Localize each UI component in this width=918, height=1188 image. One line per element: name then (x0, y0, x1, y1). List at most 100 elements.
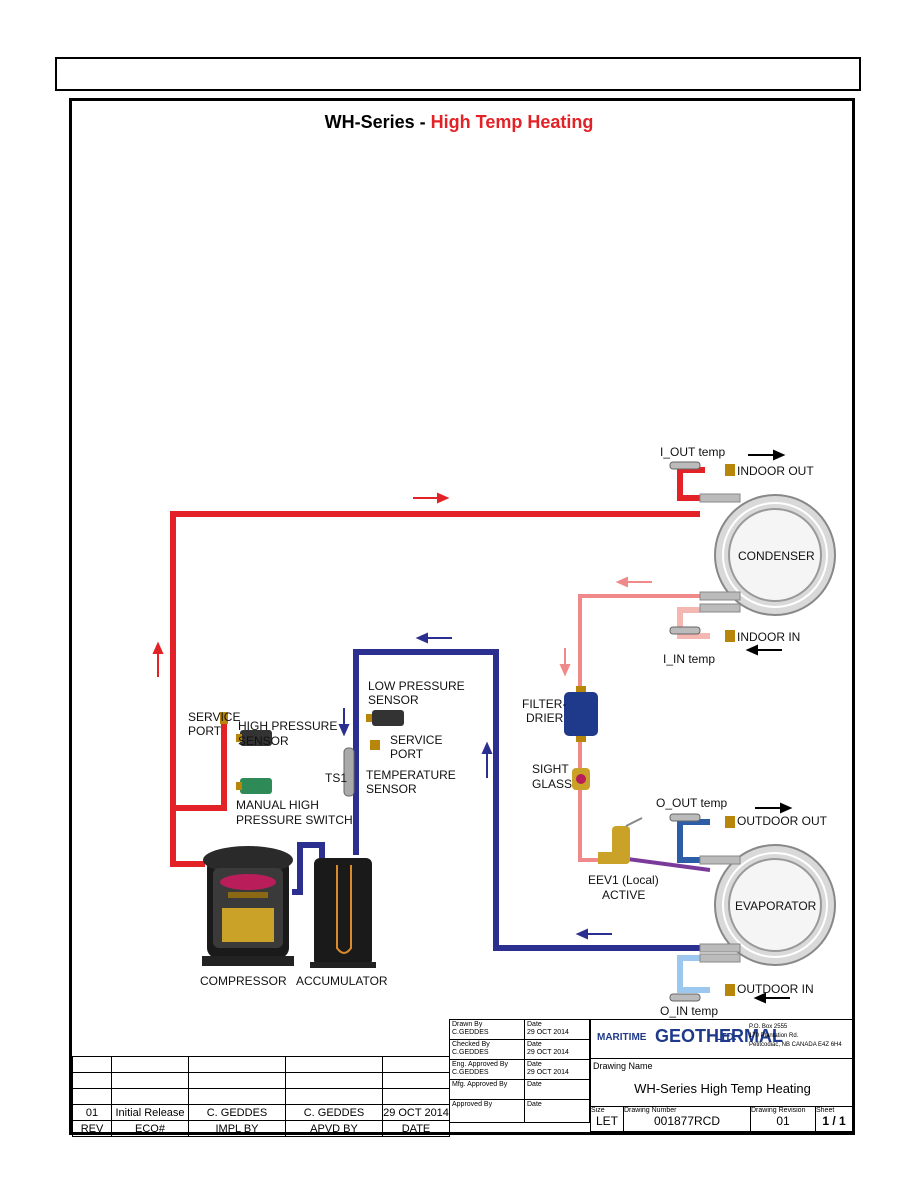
label-o-out-temp: O_OUT temp (656, 796, 727, 810)
sheet-cell: Sheet 1 / 1 (815, 1106, 853, 1132)
label-o-in-temp: O_IN temp (660, 1004, 718, 1018)
title-block: MARITIME GEOTHERMAL LTD. P.O. Box 2555 1… (590, 1019, 853, 1132)
eev-outlet-line (619, 856, 711, 872)
label-low-pressure-2: SENSOR (368, 693, 419, 707)
flow-arrows (152, 449, 793, 1004)
company-name-big: GEOTHERMAL (655, 1026, 783, 1046)
label-compressor: COMPRESSOR (200, 974, 287, 988)
label-eev-1: EEV1 (Local) (588, 873, 659, 887)
approval-date-label: Date (527, 1081, 542, 1088)
label-high-pressure-2: SENSOR (238, 734, 289, 748)
approval-date: 29 OCT 2014 (527, 1069, 569, 1076)
rev-cell: 01 (72, 1104, 112, 1121)
label-outdoor-out: OUTDOOR OUT (737, 814, 828, 828)
filter-drier-component (564, 686, 598, 742)
approval-name: C.GEDDES (452, 1029, 489, 1036)
label-service-port-low-2: PORT (390, 747, 424, 761)
title-prefix: WH-Series - (324, 112, 431, 132)
label-indoor-out: INDOOR OUT (737, 464, 814, 478)
number-cell: Drawing Number 001877RCD (623, 1106, 751, 1132)
approval-label: Checked By (452, 1041, 490, 1048)
label-manual-switch-1: MANUAL HIGH (236, 798, 319, 812)
label-service-port-high-2: PORT (188, 724, 222, 738)
size-cell: Size LET (590, 1106, 624, 1132)
label-service-port-high-1: SERVICE (188, 710, 240, 724)
label-low-pressure-1: LOW PRESSURE (368, 679, 465, 693)
revision-value: 01 (776, 1114, 790, 1128)
company-cell: MARITIME GEOTHERMAL LTD. P.O. Box 2555 1… (590, 1019, 853, 1059)
header-apvd: APVD BY (285, 1120, 383, 1137)
label-ts1: TS1 (325, 771, 347, 785)
approval-name: C.GEDDES (452, 1069, 489, 1076)
condenser-coil (699, 493, 836, 616)
size-value: LET (595, 1114, 618, 1128)
company-address-3: Petitcodiac, NB CANADA E4Z 6H4 (749, 1042, 842, 1048)
approval-label: Drawn By (452, 1021, 483, 1028)
label-manual-switch-2: PRESSURE SWITCH (236, 813, 353, 827)
drawing-name-cell: Drawing Name WH-Series High Temp Heating (590, 1058, 853, 1107)
suction-line (292, 649, 705, 951)
approval-date: 29 OCT 2014 (527, 1029, 569, 1036)
accumulator-body (310, 858, 376, 968)
outdoor-in-water (677, 955, 710, 993)
label-indoor-in: INDOOR IN (737, 630, 800, 644)
label-service-port-low-1: SERVICE (390, 733, 442, 747)
approval-label: Mfg. Approved By (452, 1081, 508, 1088)
company-suffix: LTD. (715, 1032, 737, 1043)
size-label: Size (591, 1107, 605, 1114)
label-filter-drier-2: DRIER (526, 711, 564, 725)
impl-cell: C. GEDDES (188, 1104, 286, 1121)
drawing-frame (69, 98, 855, 1135)
drawing-name: WH-Series High Temp Heating (634, 1081, 811, 1096)
header-date: DATE (382, 1120, 450, 1137)
diagram-title: WH-Series - High Temp Heating (0, 112, 918, 133)
drawing-name-label: Drawing Name (593, 1061, 653, 1071)
label-accumulator: ACCUMULATOR (296, 974, 388, 988)
header-eco: ECO# (111, 1120, 189, 1137)
label-high-pressure-1: HIGH PRESSURE (238, 719, 337, 733)
water-fittings (669, 461, 735, 1002)
revision-cell: Drawing Revision 01 (750, 1106, 816, 1132)
label-temperature-sensor-2: SENSOR (366, 782, 417, 796)
label-condenser: CONDENSER (738, 549, 815, 563)
label-evaporator: EVAPORATOR (735, 899, 817, 913)
number-label: Drawing Number (624, 1107, 677, 1114)
approval-label: Eng. Approved By (452, 1061, 509, 1068)
date-cell: 29 OCT 2014 (382, 1104, 450, 1121)
approval-date-label: Date (527, 1061, 542, 1068)
revision-table: 01 Initial Release C. GEDDES C. GEDDES 2… (72, 1056, 450, 1137)
hot-gas-line (170, 467, 705, 867)
revision-header-row: REV ECO# IMPL BY APVD BY DATE (72, 1120, 450, 1137)
approval-date-label: Date (527, 1101, 542, 1108)
label-temperature-sensor-1: TEMPERATURE (366, 768, 456, 782)
title-highlight: High Temp Heating (430, 112, 594, 132)
label-eev-2: ACTIVE (602, 888, 645, 902)
label-i-in-temp: I_IN temp (663, 652, 715, 666)
approval-date: 29 OCT 2014 (527, 1049, 569, 1056)
eev-component (598, 817, 643, 864)
sheet-value: 1 / 1 (822, 1114, 846, 1128)
indoor-in-water (677, 607, 710, 639)
label-sight-glass-2: GLASS (532, 777, 572, 791)
label-outdoor-in: OUTDOOR IN (737, 982, 814, 996)
evaporator-coil (699, 844, 836, 966)
apvd-cell: C. GEDDES (285, 1104, 383, 1121)
label-filter-drier-1: FILTER- (522, 697, 566, 711)
label-i-out-temp: I_OUT temp (660, 445, 725, 459)
high-side-components (220, 712, 272, 794)
approval-date-label: Date (527, 1041, 542, 1048)
header-box (55, 57, 861, 91)
approval-label: Approved By (452, 1101, 493, 1108)
compressor-body (202, 846, 294, 966)
approval-date-label: Date (527, 1021, 542, 1028)
revision-row: 01 Initial Release C. GEDDES C. GEDDES 2… (72, 1104, 450, 1121)
outdoor-out-water (677, 819, 710, 863)
company-name-small: MARITIME (597, 1032, 647, 1043)
company-address-2: 170 Plantation Rd. (749, 1033, 799, 1039)
header-rev: REV (72, 1120, 112, 1137)
sheet-label: Sheet (816, 1107, 835, 1114)
sight-glass-component (572, 768, 590, 790)
header-impl: IMPL BY (188, 1120, 286, 1137)
